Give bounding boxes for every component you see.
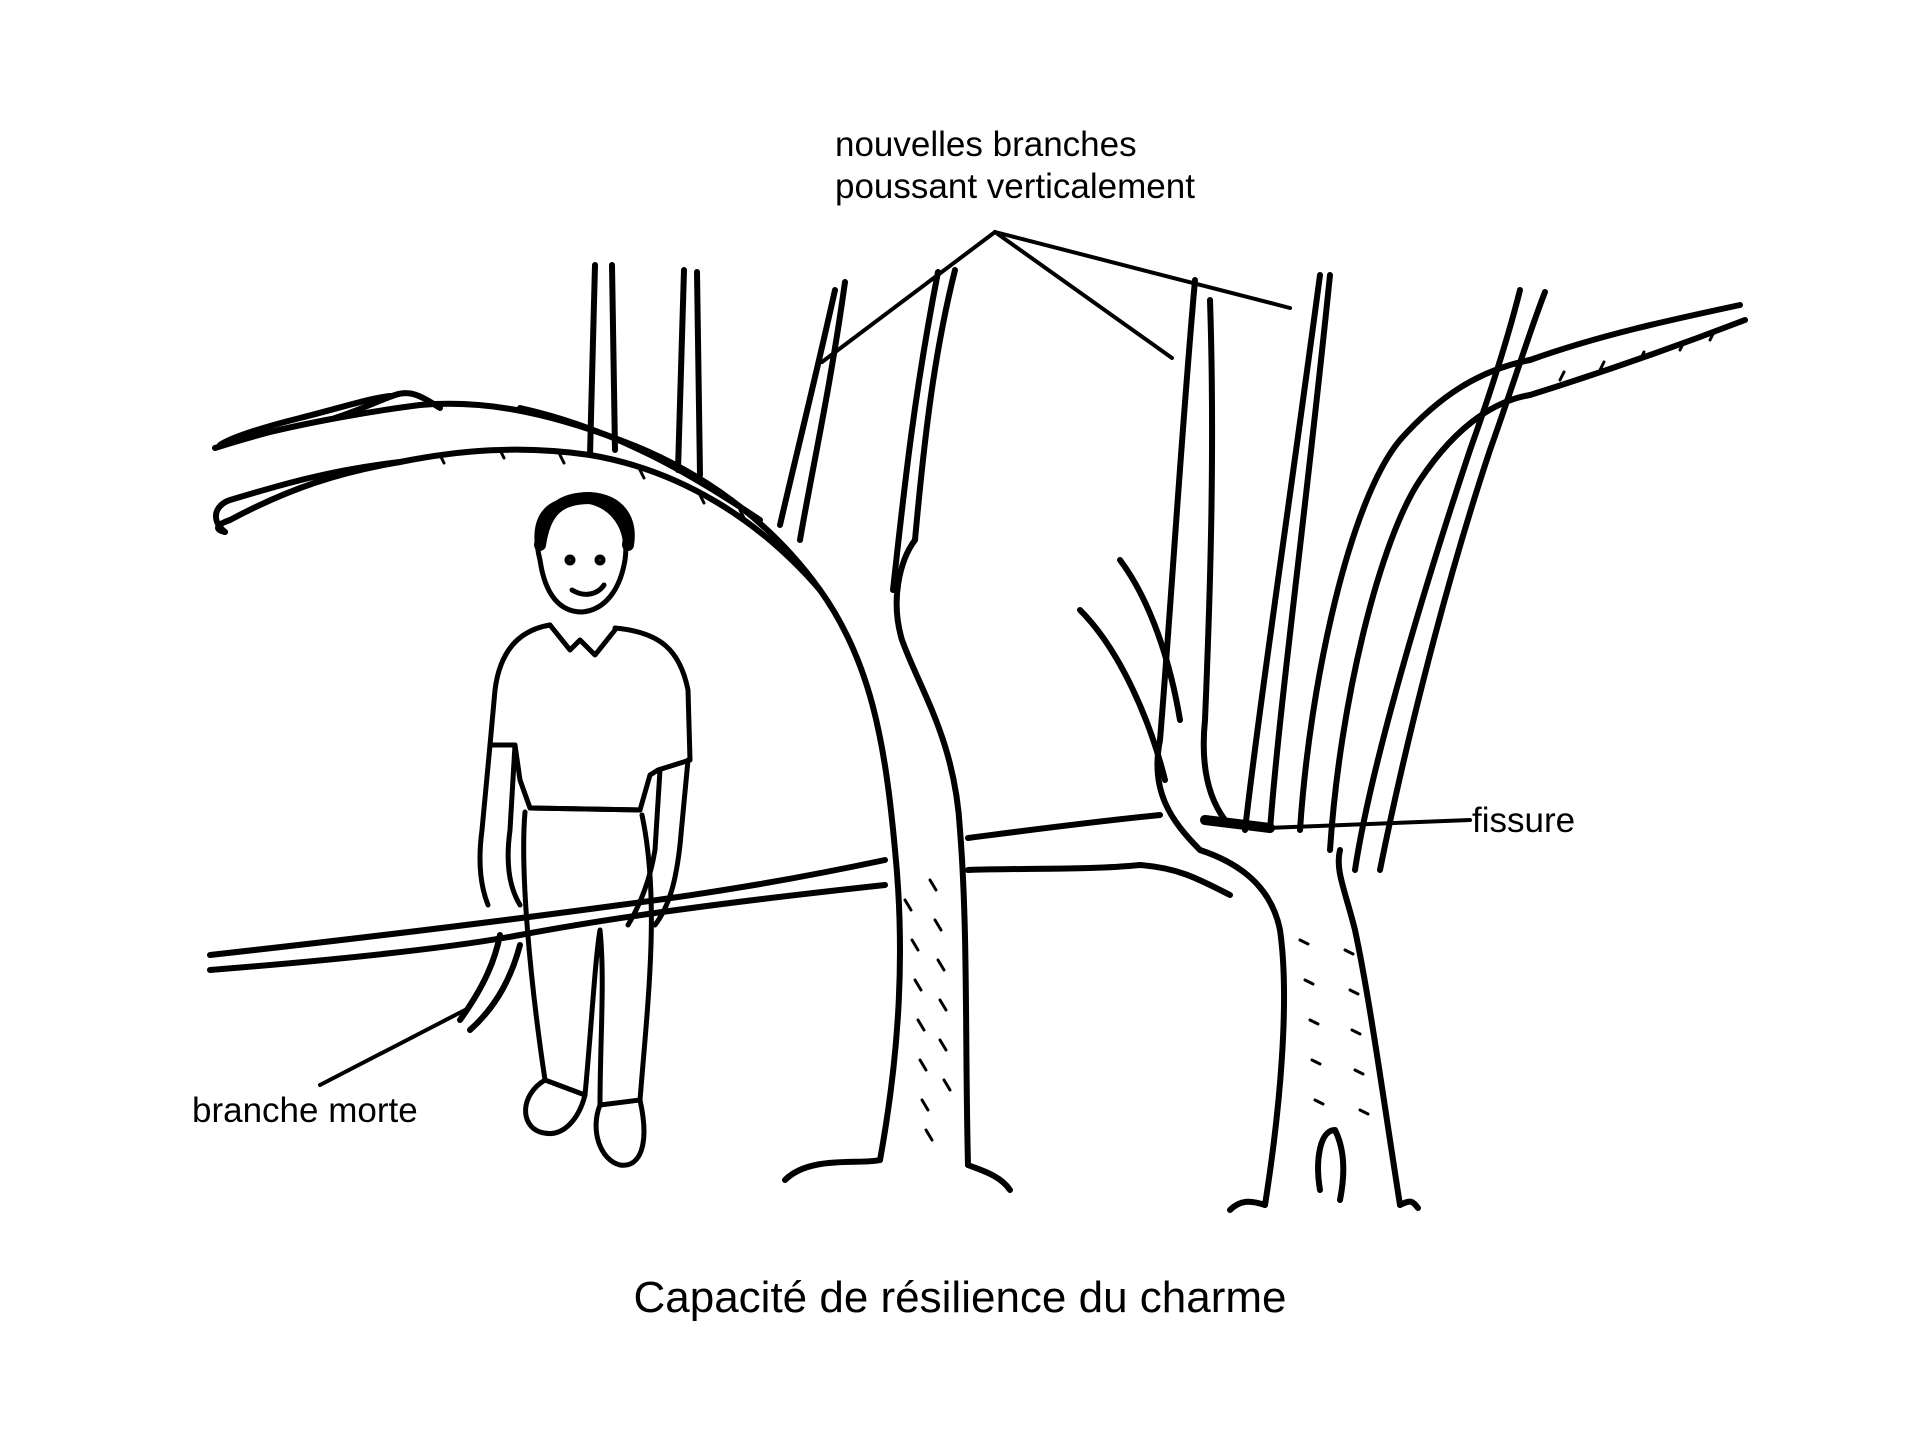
horizontal-branch [207, 812, 1275, 1033]
person [477, 492, 693, 1168]
left-tree [212, 262, 1013, 1193]
label-fissure: fissure [1472, 801, 1576, 840]
right-tree [1077, 272, 1748, 1213]
label-dead-branch: branche morte [192, 1091, 418, 1130]
leader-dead-branch [318, 1008, 467, 1087]
figure-caption: Capacité de résilience du charme [633, 1273, 1287, 1322]
leader-new-branches-c [993, 230, 1292, 310]
right-trunk [1197, 847, 1288, 1208]
leader-new-branches-b [993, 230, 1174, 360]
leader-lines [318, 230, 1472, 1087]
leader-fissure [1266, 818, 1472, 830]
label-new-branches-line1: nouvelles branches [835, 125, 1137, 164]
dead-branch-stub [457, 932, 503, 1023]
person-trousers [521, 809, 654, 1108]
person-shoes [523, 1077, 588, 1136]
fissure-mark [1200, 815, 1275, 833]
bark-texture [438, 330, 1716, 1142]
label-new-branches: nouvelles branches poussant verticalemen… [835, 124, 1195, 208]
label-new-branches-line2: poussant verticalement [835, 167, 1195, 206]
leader-new-branches-a [820, 230, 997, 364]
